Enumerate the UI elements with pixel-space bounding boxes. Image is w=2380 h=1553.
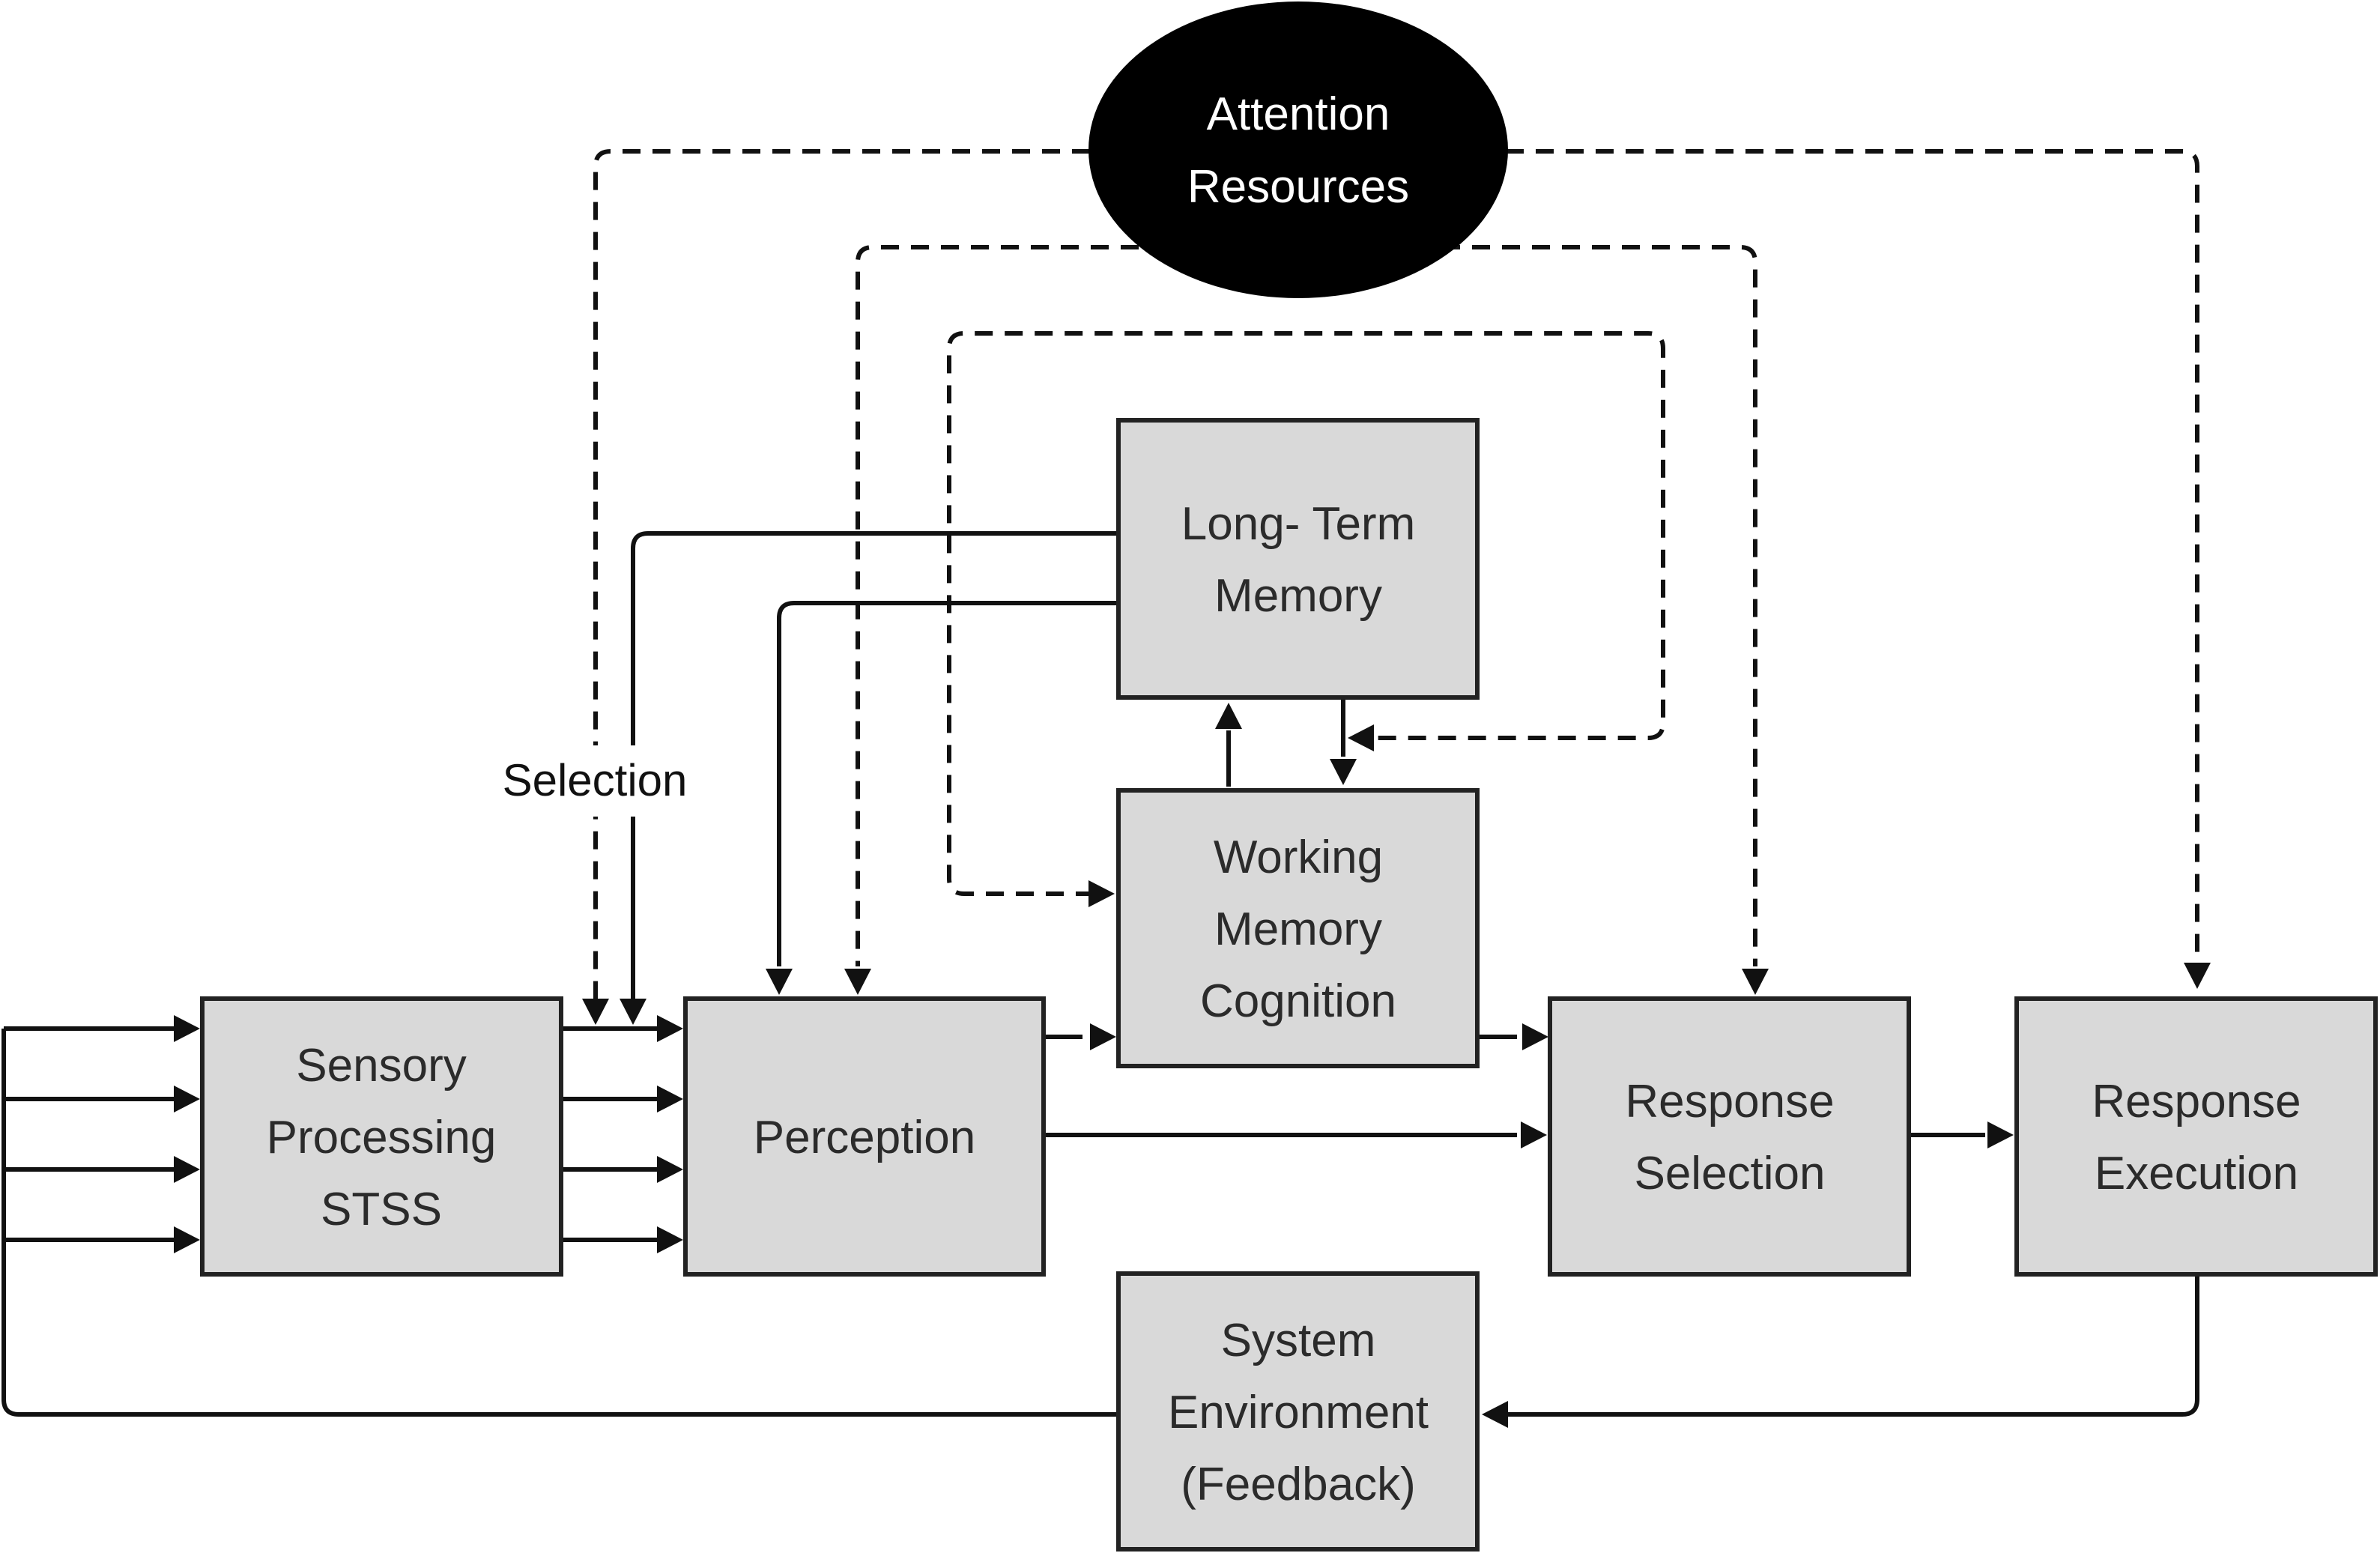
- response-execution-label-line1: Response: [2092, 1076, 2301, 1127]
- arrow-head-sp-2: [657, 1086, 683, 1112]
- arrow-head-loop-ltm: [1348, 724, 1374, 751]
- long-term-memory-node: Long- Term Memory: [1116, 418, 1480, 700]
- arrow-head-sp-4: [657, 1226, 683, 1253]
- working-memory-label-line2: Memory: [1214, 903, 1382, 955]
- response-execution-label-line2: Execution: [2095, 1148, 2298, 1199]
- attention-to-response-execution-connector: [1506, 149, 2199, 966]
- attention-to-sensory-connector: [593, 149, 1090, 1000]
- arrow-head-attention-execution: [2184, 963, 2211, 989]
- response-selection-label-line1: Response: [1625, 1076, 1834, 1127]
- arrow-head-loop-wm: [1088, 880, 1115, 907]
- arrow-head-ltm-wm: [1330, 759, 1357, 785]
- system-environment-label-line2: Environment: [1168, 1387, 1429, 1438]
- arrow-head-input-3: [174, 1156, 200, 1183]
- working-memory-label-line3: Cognition: [1200, 975, 1396, 1027]
- attention-connectors: [593, 149, 2199, 1000]
- arrow-head-input-1: [174, 1015, 200, 1042]
- long-term-memory-label-line1: Long- Term: [1181, 498, 1415, 550]
- arrow-head-attention-selection: [1742, 969, 1769, 995]
- arrow-head-attention-perception: [844, 969, 871, 995]
- arrow-head-wm-selection: [1522, 1023, 1548, 1050]
- sensory-processing-label-line3: STSS: [321, 1184, 442, 1235]
- system-feedback-to-inputs-connector: [1, 1029, 1118, 1417]
- long-term-memory-label-line2: Memory: [1214, 570, 1382, 622]
- response-selection-label-line2: Selection: [1634, 1148, 1825, 1199]
- arrow-head-attention-sensory: [582, 999, 609, 1025]
- attention-to-perception-connector: [856, 245, 1139, 966]
- arrow-head-wm-ltm: [1215, 703, 1242, 729]
- ltm-to-perception-connector: [777, 601, 1116, 966]
- arrow-head-sp-1: [657, 1015, 683, 1042]
- working-memory-label-line1: Working: [1214, 832, 1383, 883]
- arrow-head-ltm-perception: [766, 969, 793, 995]
- arrow-head-selection-execution: [1987, 1121, 2014, 1148]
- system-environment-node: System Environment (Feedback): [1116, 1271, 1480, 1552]
- sensory-processing-label-line1: Sensory: [296, 1040, 466, 1092]
- working-memory-node: Working Memory Cognition: [1116, 788, 1480, 1068]
- arrow-head-ltm-sensory: [620, 999, 647, 1025]
- ltm-to-sensory-connector: [631, 531, 1116, 1000]
- attention-resources-label-line2: Resources: [1187, 161, 1409, 213]
- arrow-head-input-4: [174, 1226, 200, 1253]
- flow-connectors: [1, 531, 2199, 1417]
- arrow-head-sp-3: [657, 1156, 683, 1183]
- system-environment-label-line1: System: [1221, 1315, 1376, 1366]
- execution-to-system-connector: [1506, 1274, 2199, 1417]
- attention-resources-node: Attention Resources: [1088, 1, 1508, 298]
- selection-label: Selection: [503, 755, 688, 805]
- working-memory-feedback-loop: [947, 331, 1665, 896]
- attention-to-response-selection-connector: [1442, 245, 1757, 966]
- arrow-head-perception-wm: [1090, 1023, 1116, 1050]
- sensory-processing-node: Sensory Processing STSS: [200, 996, 563, 1277]
- perception-label: Perception: [754, 1112, 975, 1163]
- perception-node: Perception: [683, 996, 1046, 1277]
- arrow-head-perception-selection: [1521, 1121, 1547, 1148]
- attention-resources-label-line1: Attention: [1207, 88, 1390, 140]
- arrow-head-input-2: [174, 1086, 200, 1112]
- response-execution-node: Response Execution: [2014, 996, 2378, 1277]
- selection-label-background: [491, 745, 700, 817]
- sensory-processing-label-line2: Processing: [267, 1112, 497, 1163]
- response-selection-node: Response Selection: [1548, 996, 1911, 1277]
- arrowheads: [174, 703, 2211, 1428]
- arrow-head-execution-system: [1482, 1401, 1508, 1428]
- system-environment-label-line3: (Feedback): [1181, 1459, 1416, 1510]
